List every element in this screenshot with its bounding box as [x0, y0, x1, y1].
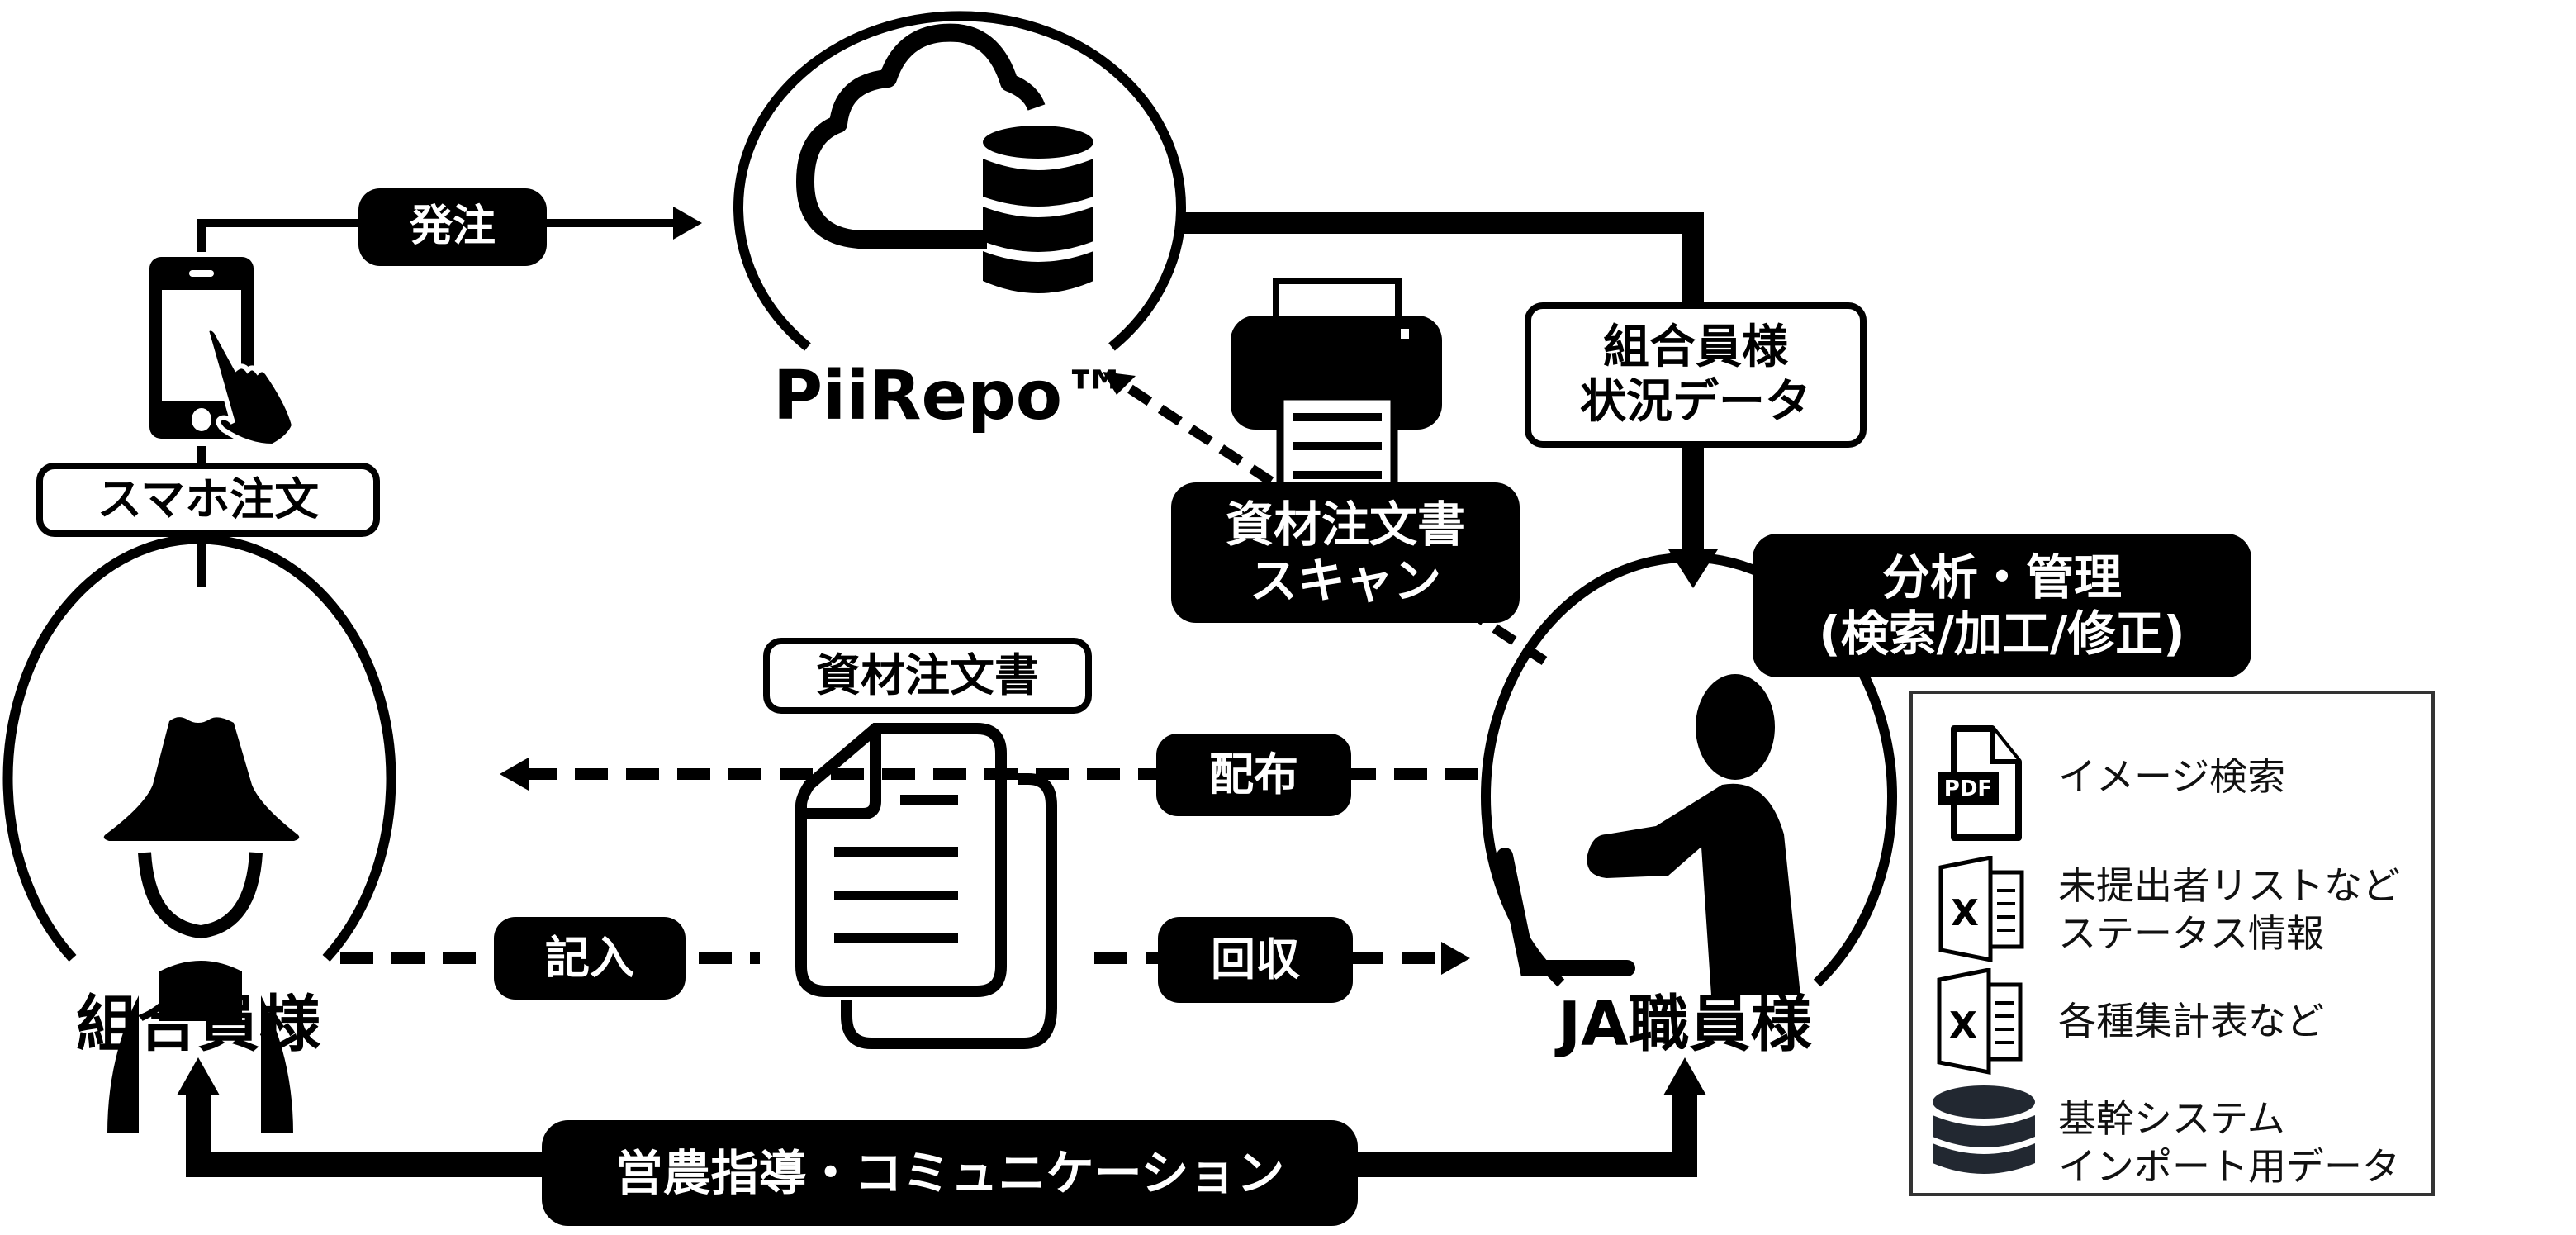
document-stack-icon [795, 723, 1057, 1049]
collect-label: 回収 [1158, 917, 1353, 1003]
legend-item-line1: 基幹システム [2058, 1096, 2285, 1141]
scan-line1: 資材注文書 [1225, 496, 1465, 553]
legend-item-summary-tables: 各種集計表など [2058, 998, 2324, 1046]
legend-item-line2: インポート用データ [2058, 1143, 2400, 1189]
legend-item-import-data: 基幹システム インポート用データ [2058, 1095, 2400, 1190]
member-circle [2, 534, 396, 962]
staff-label: JA職員様 [1558, 989, 1812, 1060]
order-form-label: 資材注文書 [763, 638, 1092, 714]
pdf-file-icon: PDF [1938, 725, 2022, 841]
legend-item-line2: ステータス情報 [2058, 910, 2324, 956]
member-status-line2: 状況データ [1580, 375, 1811, 429]
analysis-line2: (検索/加工/修正) [1819, 606, 2185, 662]
excel-badge: X [1951, 892, 1979, 934]
analysis-line1: 分析・管理 [1881, 549, 2122, 606]
order-label: 発注 [358, 188, 547, 266]
legend-item-line1: イメージ検索 [2058, 754, 2286, 799]
legend-item-line1: 未提出者リストなど [2058, 863, 2400, 908]
piirepo-circle [733, 11, 1186, 351]
fill-in-label: 記入 [494, 917, 686, 1000]
guidance-label: 営農指導・コミュニケーション [542, 1120, 1358, 1226]
legend-item-status-info: 未提出者リストなど ステータス情報 [2058, 862, 2400, 957]
legend-item-image-search: イメージ検索 [2058, 753, 2285, 801]
piirepo-label: PiiRepo™ [773, 357, 1131, 435]
excel-file-icon: X [1938, 856, 2024, 963]
database-icon [1933, 1085, 2035, 1174]
office-worker-laptop-icon [1497, 674, 1800, 995]
legend-item-line1: 各種集計表など [2058, 999, 2324, 1043]
staff-circle [1481, 552, 1897, 987]
member-label: 組合員様 [76, 989, 320, 1060]
cloud-database-icon [796, 23, 1093, 293]
smartphone-tap-icon [149, 257, 297, 449]
farmer-icon [103, 717, 300, 1133]
smartphone-order-label: スマホ注文 [36, 463, 380, 537]
distribute-label: 配布 [1156, 734, 1351, 816]
scan-label: 資材注文書 スキャン [1171, 482, 1520, 623]
pdf-badge: PDF [1944, 777, 1992, 801]
scan-line2: スキャン [1249, 553, 1441, 609]
member-status-line1: 組合員様 [1603, 320, 1788, 374]
excel-badge: X [1949, 1005, 1977, 1047]
analysis-label: 分析・管理 (検索/加工/修正) [1753, 534, 2251, 677]
legend-box: PDF イメージ検索 X 未提出者リストなど ステータス情報 X 各種集計表など… [1909, 691, 2435, 1196]
member-status-data-label: 組合員様 状況データ [1525, 302, 1867, 448]
excel-file-icon: X [1937, 968, 2023, 1076]
